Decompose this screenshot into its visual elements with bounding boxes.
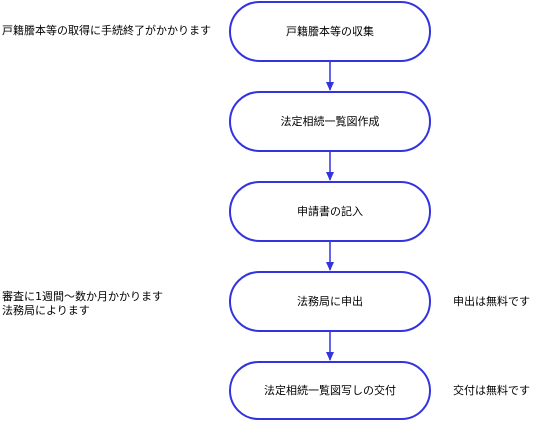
- node-label-submit-to-bureau: 法務局に申出: [297, 294, 363, 308]
- flow-node-fill-application: 申請書の記入: [229, 181, 431, 242]
- flow-node-submit-to-bureau: 法務局に申出: [229, 271, 431, 332]
- note-review-line-2: 法務局によります: [2, 304, 90, 317]
- note-application-fee: 申出は無料です: [453, 295, 530, 308]
- flow-node-create-chart: 法定相続一覧図作成: [229, 91, 431, 152]
- node-shape: [229, 91, 431, 152]
- node-label-fill-application: 申請書の記入: [297, 204, 363, 218]
- node-label-create-chart: 法定相続一覧図作成: [281, 114, 380, 128]
- note-review-line-1: 審査に1週間〜数か月かかります: [2, 290, 163, 303]
- node-shape: [229, 361, 431, 420]
- note-collection-time: 戸籍謄本等の取得に手続終了がかかります: [2, 24, 211, 37]
- flow-node-collect-documents: 戸籍謄本等の収集: [229, 1, 431, 62]
- node-shape: [229, 271, 431, 332]
- note-review-time: 審査に1週間〜数か月かかります 法務局によります: [2, 290, 163, 318]
- node-label-issue-copy: 法定相続一覧図写しの交付: [264, 383, 396, 397]
- node-shape: [229, 181, 431, 242]
- node-label-collect-documents: 戸籍謄本等の収集: [286, 24, 374, 38]
- note-issuance-fee: 交付は無料です: [453, 384, 530, 397]
- flow-node-issue-copy: 法定相続一覧図写しの交付: [229, 361, 431, 420]
- node-shape: [229, 1, 431, 62]
